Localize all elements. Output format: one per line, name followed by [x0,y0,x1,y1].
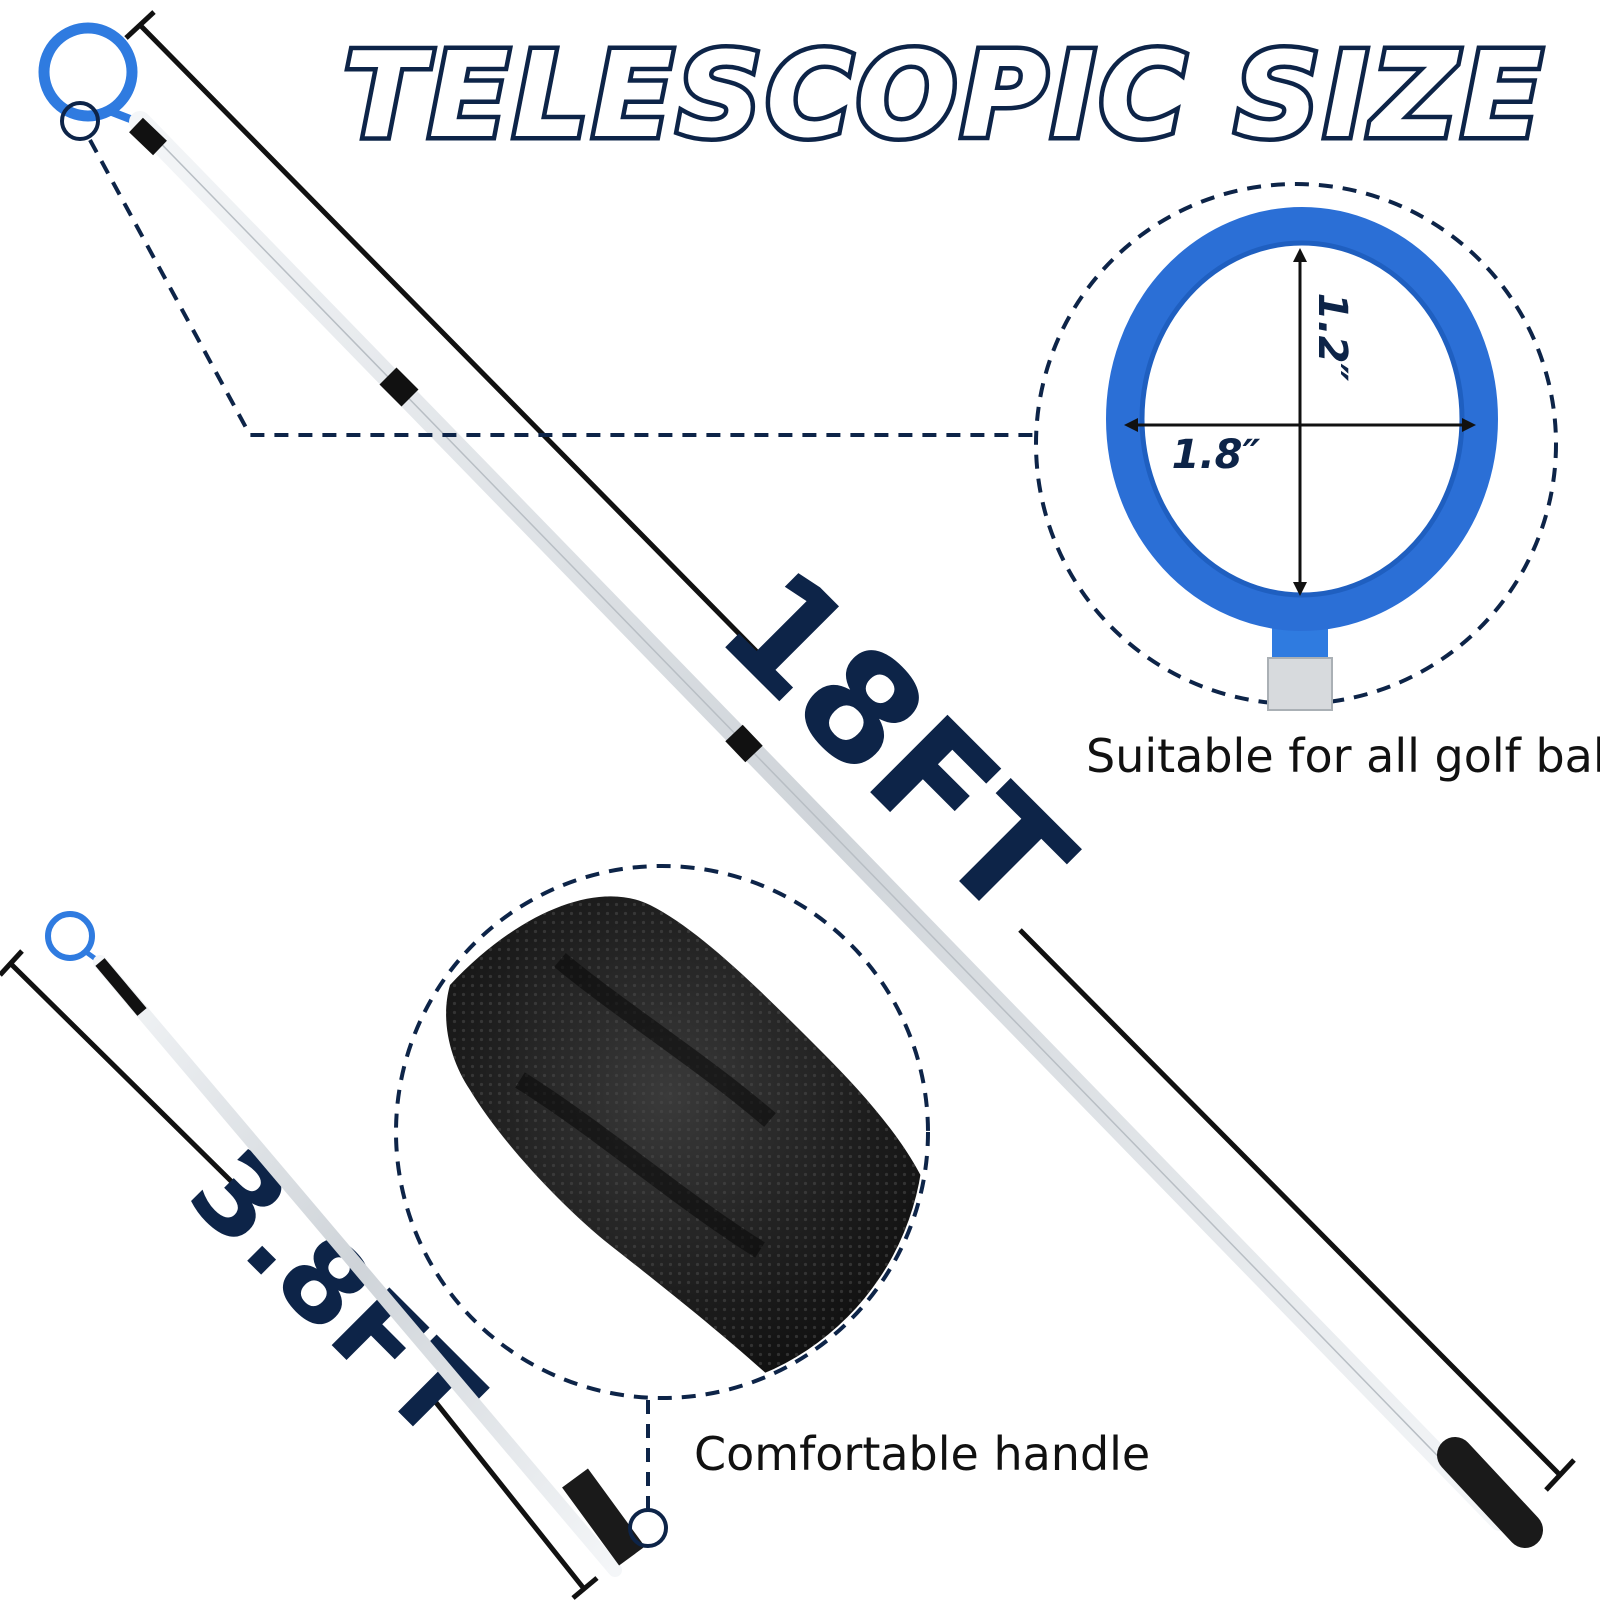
ring-detail-callout: 1.2″ 1.8″ [60,101,1558,711]
shaft-collar [129,117,167,156]
title: TELESCOPIC SIZE [344,26,1546,164]
ring-caption: Suitable for all golf ball [1086,729,1600,783]
extended-retriever [38,22,1543,1548]
ring-width-label: 1.8″ [1172,432,1261,478]
mini-head-ring [45,911,95,961]
handle-caption: Comfortable handle [694,1427,1150,1481]
extended-dimension-line [124,10,1576,1492]
ring-height-label: 1.2″ [1309,293,1355,382]
shaft-collar [725,724,763,763]
retriever-head-ring [38,22,138,122]
collapsed-retriever [45,911,645,1577]
handle-detail-callout [394,864,930,1548]
mini-grip [562,1468,645,1566]
retriever-grip [1437,1437,1543,1548]
collapsed-dimension-line [0,949,599,1600]
shaft-collar [379,367,419,407]
ring-detail-head [1106,207,1498,631]
